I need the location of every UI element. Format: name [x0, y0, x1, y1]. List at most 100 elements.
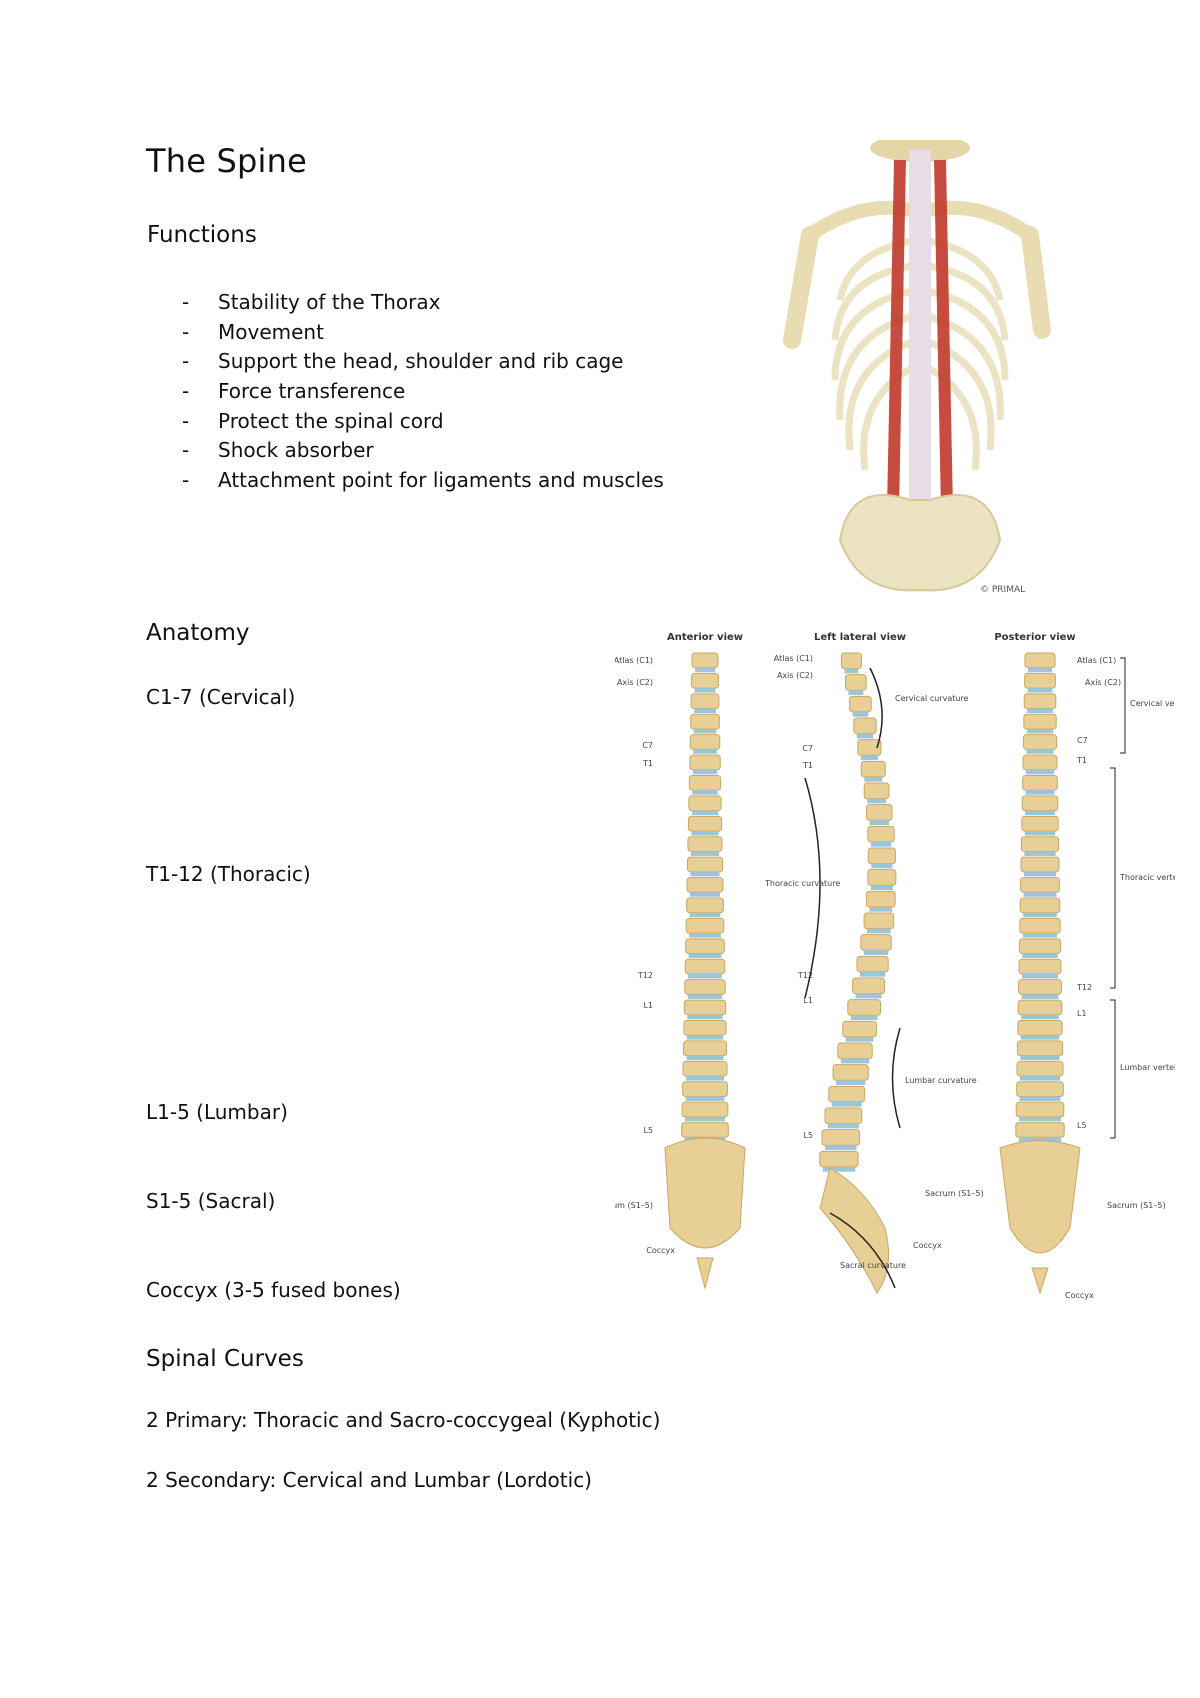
posterior-vertebra-shape	[1017, 999, 1063, 1016]
lateral-vertebra-shape	[867, 825, 895, 843]
lateral-disc-shape	[840, 1058, 870, 1064]
lateral-disc-shape	[860, 755, 878, 761]
anterior-vertebra-shape	[686, 877, 724, 893]
primary-curves-text: 2 Primary: Thoracic and Sacro-coccygeal …	[146, 1408, 661, 1432]
list-item: -Stability of the Thorax	[182, 288, 664, 318]
lateral-label-l1: L1	[803, 996, 813, 1005]
function-item-label: Support the head, shoulder and rib cage	[218, 349, 624, 374]
posterior-vertebra-shape	[1024, 652, 1056, 669]
view-title-lateral: Left lateral view	[814, 632, 906, 643]
lateral-label-c7: C7	[802, 744, 813, 753]
anterior-disc-shape	[686, 1055, 724, 1061]
anterior-disc-shape	[687, 1014, 723, 1020]
posterior-vertebra-shape	[1022, 775, 1058, 791]
anterior-vertebra-shape	[685, 938, 725, 955]
posterior-label-t1: T1	[1076, 756, 1087, 765]
anterior-vertebra-shape	[691, 652, 719, 669]
posterior-vertebra-shape	[1018, 938, 1062, 955]
posterior-label-t12: T12	[1076, 983, 1092, 992]
group-label-thoracic: Thoracic vertebrae	[1119, 873, 1175, 882]
anterior-vertebra-shape	[690, 693, 720, 710]
curvature-label-lumbar: Lumbar curvature	[905, 1076, 977, 1085]
bullet-dash: -	[182, 349, 190, 374]
lateral-vertebra-shape	[847, 999, 882, 1016]
anterior-vertebra-shape	[682, 1060, 728, 1077]
vertebrae-group-labels: Cervical vertebrae Thoracic vertebrae Lu…	[1119, 699, 1175, 1072]
bullet-dash: -	[182, 319, 190, 344]
anterior-vertebra-shape	[682, 1040, 728, 1057]
anterior-vertebra-shape	[691, 672, 719, 689]
lateral-label-t12: T12	[797, 971, 813, 980]
lateral-disc-shape	[852, 711, 869, 717]
anterior-vertebra-shape	[687, 856, 723, 873]
lateral-disc-shape	[863, 950, 889, 956]
lateral-vertebra-shape	[867, 869, 897, 886]
anterior-sacrum-shape	[664, 1137, 746, 1249]
posterior-vertebra-shape	[1020, 877, 1060, 893]
anterior-label-coccyx: Coccyx	[646, 1246, 675, 1255]
posterior-disc-shape	[1018, 1137, 1062, 1142]
region-cervical: C1-7 (Cervical)	[146, 685, 296, 709]
posterior-disc-shape	[1020, 1076, 1060, 1081]
lateral-disc-shape	[859, 971, 886, 977]
lateral-vertebra-shape	[842, 1020, 877, 1038]
right-erector-muscle-shape	[934, 159, 954, 561]
posterior-sacrum-shape	[999, 1140, 1081, 1254]
anterior-disc-shape	[694, 688, 716, 693]
posterior-disc-shape	[1019, 1096, 1061, 1101]
lateral-vertebra-shape	[832, 1064, 869, 1081]
group-label-cervical: Cervical vertebrae	[1130, 699, 1175, 708]
anterior-label-l1: L1	[643, 1001, 653, 1010]
lateral-disc-shape	[855, 993, 882, 999]
anterior-vertebra-shape	[683, 1020, 727, 1036]
anterior-vertebra-shape	[690, 713, 720, 730]
region-lumbar: L1-5 (Lumbar)	[146, 1100, 288, 1124]
posterior-disc-shape	[1026, 749, 1054, 754]
lateral-vertebra-shape	[819, 1150, 859, 1168]
posterior-disc-shape	[1027, 708, 1053, 714]
anterior-vertebra-shape	[684, 979, 726, 995]
posterior-vertebra-shape	[1016, 1060, 1064, 1077]
posterior-coccyx-shape	[1031, 1267, 1049, 1295]
posterior-disc-shape	[1022, 953, 1058, 959]
posterior-disc-shape	[1020, 1035, 1060, 1040]
lateral-disc-shape	[867, 928, 891, 934]
posterior-vertebra-shape	[1020, 856, 1060, 873]
lateral-disc-shape	[836, 1080, 866, 1086]
anterior-disc-shape	[695, 667, 715, 673]
curvature-label-sacral: Sacral curvature	[840, 1261, 906, 1270]
posterior-spine-drawing	[1015, 652, 1065, 1142]
anterior-disc-shape	[686, 1035, 724, 1040]
list-item: -Force transference	[182, 377, 664, 407]
bullet-dash: -	[182, 408, 190, 433]
posterior-label-l5: L5	[1077, 1121, 1087, 1130]
lateral-vertebra-shape	[853, 717, 877, 735]
anterior-vertebra-shape	[683, 999, 727, 1016]
region-sacral: S1-5 (Sacral)	[146, 1189, 276, 1213]
posterior-vertebra-shape	[1022, 754, 1058, 771]
lateral-vertebra-shape	[844, 674, 867, 691]
list-item: -Shock absorber	[182, 436, 664, 466]
list-item: -Protect the spinal cord	[182, 407, 664, 437]
lateral-disc-shape	[845, 1036, 874, 1042]
anterior-vertebra-shape	[681, 1101, 729, 1118]
lateral-label-axis: Axis (C2)	[777, 671, 813, 680]
lateral-vertebra-shape	[852, 977, 886, 995]
curvature-label-thoracic: Thoracic curvature	[764, 879, 840, 888]
anterior-vertebra-shape	[687, 815, 723, 832]
list-item: -Attachment point for ligaments and musc…	[182, 466, 664, 496]
anterior-vertebra-shape	[681, 1122, 729, 1138]
bullet-dash: -	[182, 438, 190, 463]
posterior-vertebra-shape	[1016, 1040, 1064, 1057]
lateral-disc-shape	[827, 1123, 859, 1129]
anterior-disc-shape	[685, 1116, 725, 1122]
posterior-vertebra-shape	[1023, 713, 1057, 730]
anterior-disc-shape	[691, 810, 719, 816]
primal-credit: © PRIMAL	[980, 585, 1025, 595]
sacral-curvature-bracket	[829, 1212, 896, 1289]
lateral-spine-drawing	[819, 652, 897, 1172]
posterior-labels: Atlas (C1) Axis (C2) C7 T1 T12 L1 L5 Sac…	[1065, 656, 1166, 1300]
left-erector-muscle-shape	[886, 159, 906, 561]
anterior-coccyx-shape	[696, 1257, 714, 1290]
thoracic-group-bracket	[1110, 767, 1116, 989]
